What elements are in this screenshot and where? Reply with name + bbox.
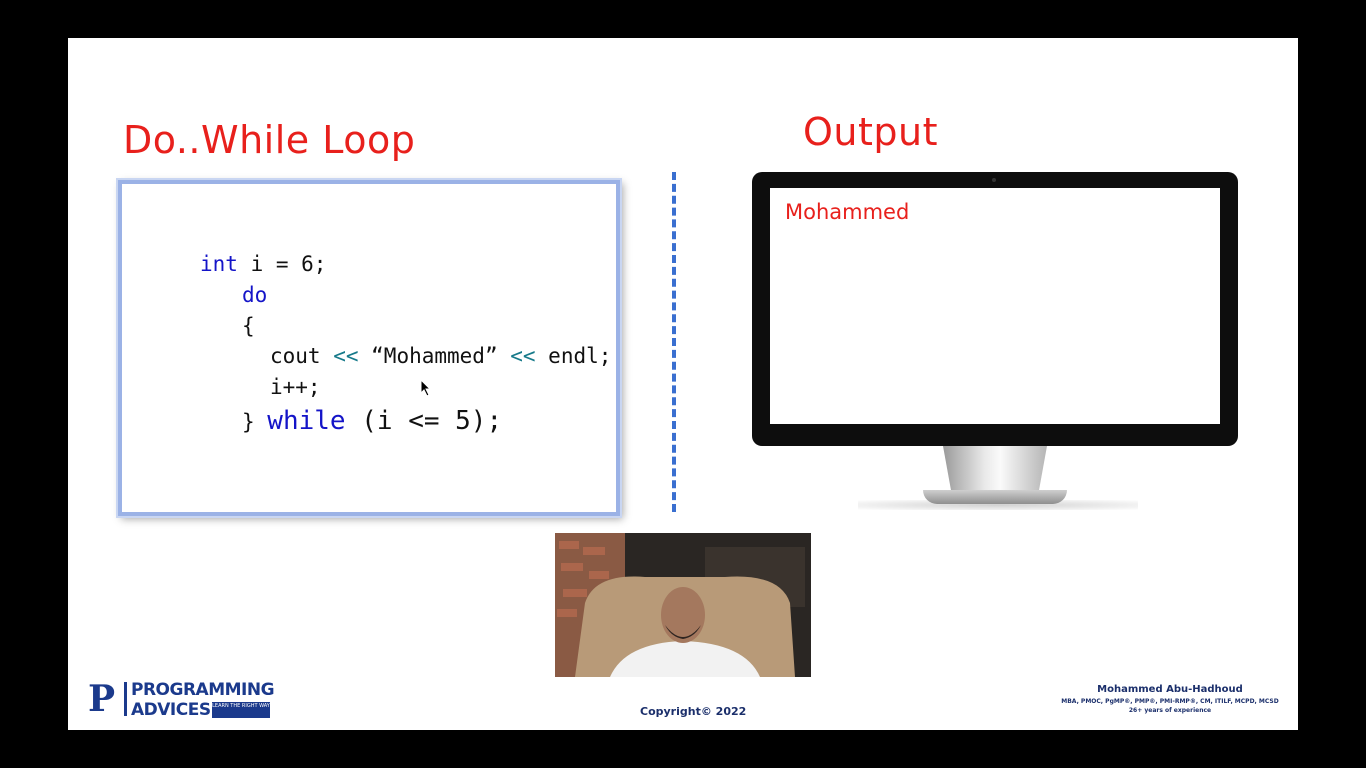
- code-keyword-int: int: [200, 252, 238, 276]
- monitor-base: [923, 490, 1067, 504]
- output-screen: Mohammed: [770, 188, 1220, 424]
- presentation-slide: Do..While Loop Output int i = 6; do { co…: [68, 38, 1298, 730]
- mouse-pointer-icon: [420, 378, 432, 401]
- monitor-camera-icon: [992, 178, 996, 182]
- monitor-stand: [943, 446, 1047, 492]
- code-section-title: Do..While Loop: [123, 118, 416, 162]
- code-text: {: [242, 314, 255, 338]
- code-text: (i <= 5);: [345, 406, 503, 436]
- code-text: i++;: [270, 375, 321, 399]
- logo-text-line2: ADVICES: [131, 700, 211, 720]
- code-line-4: cout << “Mohammed” << endl;: [270, 344, 611, 368]
- author-name: Mohammed Abu-Hadhoud: [1097, 684, 1243, 695]
- code-operator: <<: [333, 344, 359, 368]
- logo-divider: [124, 682, 127, 716]
- author-credit: Mohammed Abu-Hadhoud MBA, PMOC, PgMP®, P…: [1060, 684, 1280, 714]
- code-text: i = 6;: [237, 252, 327, 276]
- code-text: endl;: [535, 344, 612, 368]
- logo-tagline: LEARN THE RIGHT WAY: [212, 702, 270, 718]
- presenter-webcam-video: [555, 533, 811, 677]
- code-line-2: do: [242, 283, 267, 307]
- code-line-6: } while (i <= 5);: [242, 406, 502, 436]
- monitor-frame: Mohammed: [752, 172, 1238, 446]
- code-keyword-while: while: [267, 406, 346, 436]
- logo-mark: P: [88, 678, 116, 720]
- logo-text-line1: PROGRAMMING: [131, 680, 275, 700]
- author-credentials: MBA, PMOC, PgMP®, PMP®, PMI-RMP®, CM, IT…: [1061, 698, 1279, 705]
- output-text: Mohammed: [785, 200, 910, 224]
- section-divider: [672, 172, 676, 512]
- code-keyword-do: do: [242, 283, 268, 307]
- code-text: }: [242, 410, 268, 434]
- code-text: cout: [270, 344, 334, 368]
- code-string: “Mohammed”: [358, 344, 511, 368]
- output-section-title: Output: [803, 110, 938, 154]
- copyright-text: Copyright© 2022: [640, 705, 747, 718]
- code-line-3: {: [242, 314, 255, 338]
- code-panel: int i = 6; do { cout << “Mohammed” << en…: [118, 180, 620, 516]
- code-operator: <<: [510, 344, 536, 368]
- author-experience: 26+ years of experience: [1128, 707, 1212, 714]
- code-line-1: int i = 6;: [200, 252, 326, 276]
- code-line-5: i++;: [270, 375, 321, 399]
- monitor-shadow: [858, 500, 1138, 510]
